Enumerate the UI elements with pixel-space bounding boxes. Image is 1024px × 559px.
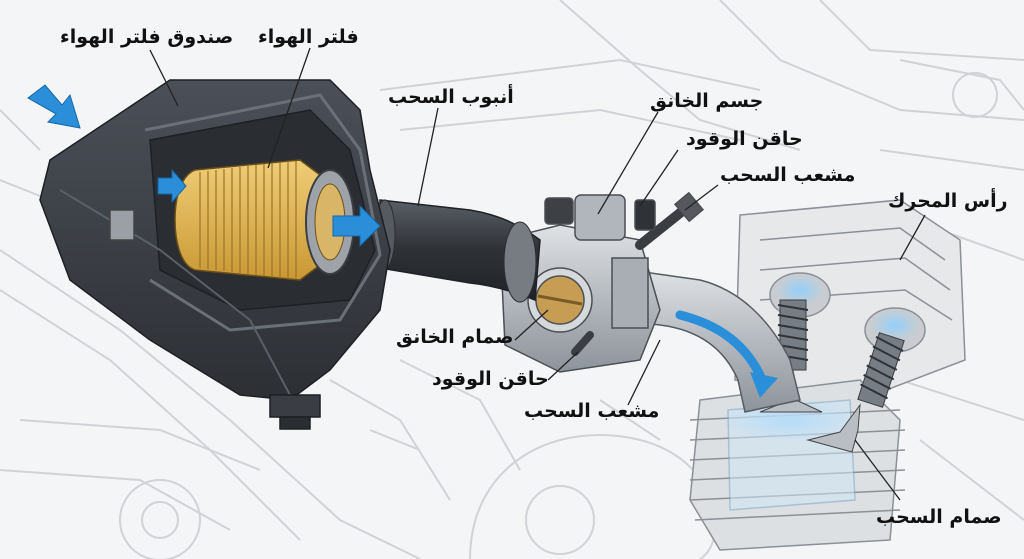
leader-airbox: [149, 49, 179, 107]
leader-intake-valve: [854, 439, 901, 501]
label-throttle-valve: صمام الخانق: [396, 326, 514, 348]
label-intake-valve: صمام السحب: [876, 506, 1002, 528]
label-manifold-bottom: مشعب السحب: [524, 400, 660, 422]
intake-tube: [374, 199, 541, 303]
leader-throttle-body: [597, 111, 659, 215]
leader-injector-top: [639, 149, 679, 207]
leader-air-filter: [267, 47, 311, 169]
leader-throttle-valve: [514, 309, 549, 341]
label-manifold-top: مشعب السحب: [720, 164, 856, 186]
leader-manifold-bottom: [627, 339, 661, 406]
leader-injector-bottom: [547, 351, 579, 381]
label-throttle-body: جسم الخانق: [650, 90, 764, 112]
label-engine-head: رأس المحرك: [888, 190, 1008, 212]
label-airbox: صندوق فلتر الهواء: [60, 26, 234, 48]
leader-engine-head: [899, 214, 926, 261]
label-injector-bottom: حاقن الوقود: [432, 368, 549, 390]
label-injector-top: حاقن الوقود: [686, 128, 803, 150]
leader-intake-tube: [417, 107, 439, 207]
airflow-arrows: [27, 84, 381, 248]
leader-manifold-top: [684, 184, 719, 211]
engine-block: [689, 199, 966, 551]
label-intake-tube: أنبوب السحب: [388, 86, 514, 108]
intake-manifold: [619, 269, 801, 413]
air-filter-element: [174, 159, 355, 281]
leader-lines: [149, 47, 926, 501]
label-air-filter: فلتر الهواء: [258, 26, 359, 48]
throttle-body: [499, 191, 705, 373]
